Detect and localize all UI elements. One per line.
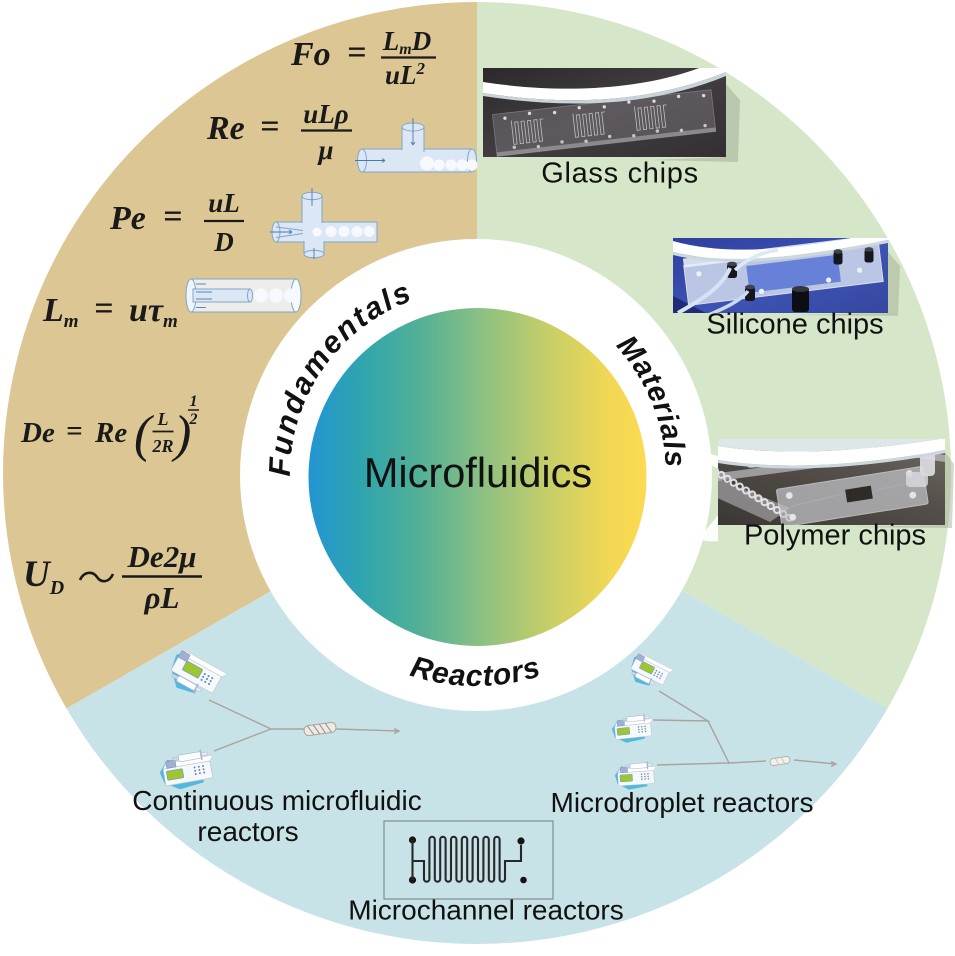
svg-text:=: = <box>163 198 182 235</box>
svg-text:reactors: reactors <box>197 816 298 847</box>
svg-text:LmD: LmD <box>382 26 431 58</box>
svg-text:2: 2 <box>189 411 198 428</box>
svg-text:Microfluidics: Microfluidics <box>364 449 592 496</box>
svg-text:Continuous microfluidic: Continuous microfluidic <box>132 785 421 816</box>
svg-text:Silicone chips: Silicone chips <box>706 309 883 341</box>
svg-text:De: De <box>20 417 55 449</box>
svg-text:uLρ: uLρ <box>303 99 348 129</box>
svg-text:De2μ: De2μ <box>127 539 197 574</box>
svg-text:=: = <box>260 108 279 145</box>
svg-text:): ) <box>171 406 191 463</box>
svg-text:=: = <box>347 34 366 71</box>
svg-text:μ: μ <box>316 135 333 165</box>
svg-text:UD: UD <box>23 554 64 599</box>
svg-text:Fo: Fo <box>290 36 331 73</box>
svg-text:1: 1 <box>190 393 198 410</box>
svg-text:L: L <box>157 409 169 429</box>
svg-text:uτm: uτm <box>129 292 178 332</box>
svg-text:uL: uL <box>208 188 240 218</box>
svg-text:uL2: uL2 <box>385 59 426 90</box>
svg-text:Re: Re <box>206 110 245 147</box>
svg-text:2R: 2R <box>151 436 173 456</box>
svg-text:Glass chips: Glass chips <box>541 158 699 190</box>
svg-text:Microchannel reactors: Microchannel reactors <box>348 895 623 926</box>
svg-text:Microdroplet reactors: Microdroplet reactors <box>551 787 814 818</box>
svg-text:=: = <box>94 290 113 327</box>
svg-text:=: = <box>66 415 83 447</box>
svg-text:Re: Re <box>94 417 127 449</box>
svg-text:Polymer chips: Polymer chips <box>744 520 926 552</box>
svg-text:Lm: Lm <box>42 292 79 332</box>
svg-text:Pe: Pe <box>109 200 146 237</box>
svg-text:D: D <box>213 227 234 257</box>
svg-text:(: ( <box>134 406 154 463</box>
svg-text:ρL: ρL <box>144 580 180 615</box>
